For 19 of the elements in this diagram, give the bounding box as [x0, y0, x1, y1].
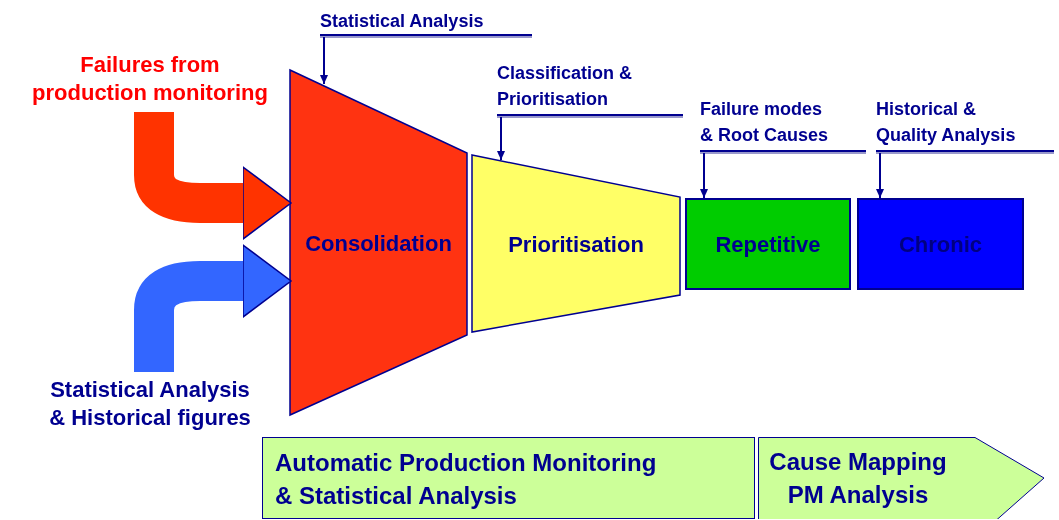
stage-label: Prioritisation	[507, 230, 645, 258]
phase-chevron	[758, 437, 1045, 519]
leader-label: Classification & Prioritisation	[497, 60, 683, 116]
prioritisation-trapezoid	[472, 155, 680, 332]
stage-box: Chronic	[857, 198, 1024, 290]
leader-arrow	[700, 152, 708, 199]
leader-label: Failure modes & Root Causes	[700, 96, 866, 152]
stage-label: Consolidation	[304, 229, 453, 257]
leader-arrow	[497, 116, 505, 161]
leader-arrow	[320, 36, 328, 85]
stage-box: Repetitive	[685, 198, 851, 290]
phase-bar: Automatic Production Monitoring & Statistical Analysis	[262, 437, 755, 519]
source-label: Statistical Analysis & Historical figures	[20, 372, 280, 436]
leader-arrow	[876, 152, 884, 199]
leader-label: Statistical Analysis	[320, 8, 532, 36]
leader-label: Historical & Quality Analysis	[876, 96, 1054, 152]
consolidation-trapezoid	[290, 70, 467, 415]
phase-label: Cause Mapping PM Analysis	[768, 447, 948, 510]
source-label: Failures from production monitoring	[5, 48, 295, 110]
